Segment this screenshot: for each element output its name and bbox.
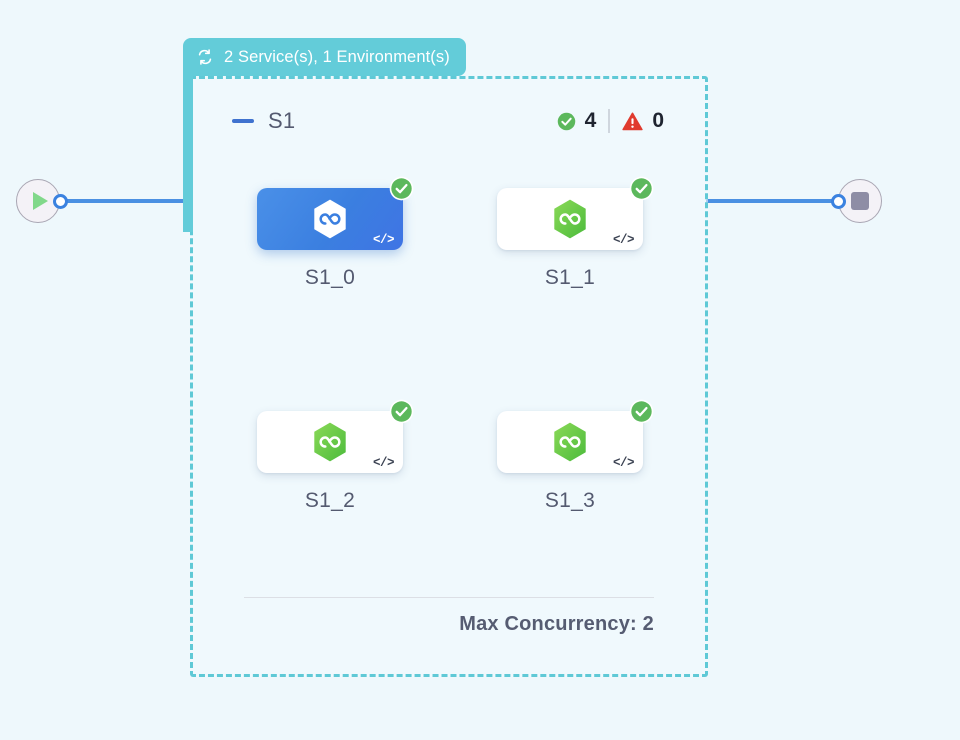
status-success: 4 xyxy=(557,109,597,133)
edge-start-to-group[interactable] xyxy=(62,199,190,203)
check-circle-icon xyxy=(629,399,654,424)
code-badge: </> xyxy=(372,455,395,470)
group-header-label: 2 Service(s), 1 Environment(s) xyxy=(224,47,450,66)
group-name-label: S1 xyxy=(268,108,296,133)
service-node-2[interactable]: </> S1_2 xyxy=(257,399,414,513)
play-icon xyxy=(32,192,48,210)
service-node-label: S1_2 xyxy=(304,489,356,512)
hexagon-infinity-icon xyxy=(554,199,586,239)
group-identity: S1 xyxy=(232,108,295,134)
node-status-badge xyxy=(629,176,654,201)
service-node-label: S1_0 xyxy=(304,266,356,289)
max-concurrency-label: Max Concurrency: 2 xyxy=(459,613,654,635)
node-status-badge xyxy=(629,399,654,424)
check-circle-icon xyxy=(389,176,414,201)
service-node-card[interactable]: </> xyxy=(257,399,414,473)
status-success-count: 4 xyxy=(584,109,597,132)
status-divider xyxy=(608,109,611,133)
service-group-container[interactable] xyxy=(190,76,708,677)
group-status-summary: 4 0 xyxy=(557,109,664,133)
service-node-card[interactable]: </> xyxy=(497,176,654,250)
code-badge: </> xyxy=(612,232,635,247)
service-node-label: S1_3 xyxy=(544,489,596,512)
loop-icon xyxy=(198,49,212,65)
check-circle-icon xyxy=(389,399,414,424)
service-node-1[interactable]: </> S1_1 xyxy=(497,176,654,290)
service-node-0[interactable]: </> S1_0 xyxy=(257,176,414,290)
service-node-card[interactable]: </> xyxy=(497,399,654,473)
status-error: 0 xyxy=(622,109,664,133)
node-status-badge xyxy=(389,399,414,424)
hexagon-infinity-icon xyxy=(554,422,586,462)
hexagon-infinity-icon xyxy=(314,422,346,462)
group-footer-divider xyxy=(244,597,654,598)
stop-icon xyxy=(851,192,869,210)
code-badge: </> xyxy=(612,455,635,470)
group-header-badge[interactable]: 2 Service(s), 1 Environment(s) xyxy=(183,38,466,76)
start-node[interactable] xyxy=(16,179,60,223)
check-circle-icon xyxy=(629,176,654,201)
code-badge: </> xyxy=(372,232,395,247)
group-header-row: S1 4 0 xyxy=(232,104,664,138)
service-node-label: S1_1 xyxy=(544,266,596,289)
check-circle-icon xyxy=(557,112,575,130)
status-error-count: 0 xyxy=(652,109,664,132)
service-node-card[interactable]: </> xyxy=(257,176,414,250)
collapse-toggle-minus-icon[interactable] xyxy=(232,119,254,123)
group-left-rail xyxy=(183,70,193,232)
start-node-output-handle[interactable] xyxy=(53,194,68,209)
edge-group-to-end[interactable] xyxy=(706,199,836,203)
end-node-input-handle[interactable] xyxy=(831,194,846,209)
end-node[interactable] xyxy=(838,179,882,223)
warning-triangle-icon xyxy=(622,112,643,130)
hexagon-infinity-icon xyxy=(314,199,346,239)
node-status-badge xyxy=(389,176,414,201)
service-node-3[interactable]: </> S1_3 xyxy=(497,399,654,513)
